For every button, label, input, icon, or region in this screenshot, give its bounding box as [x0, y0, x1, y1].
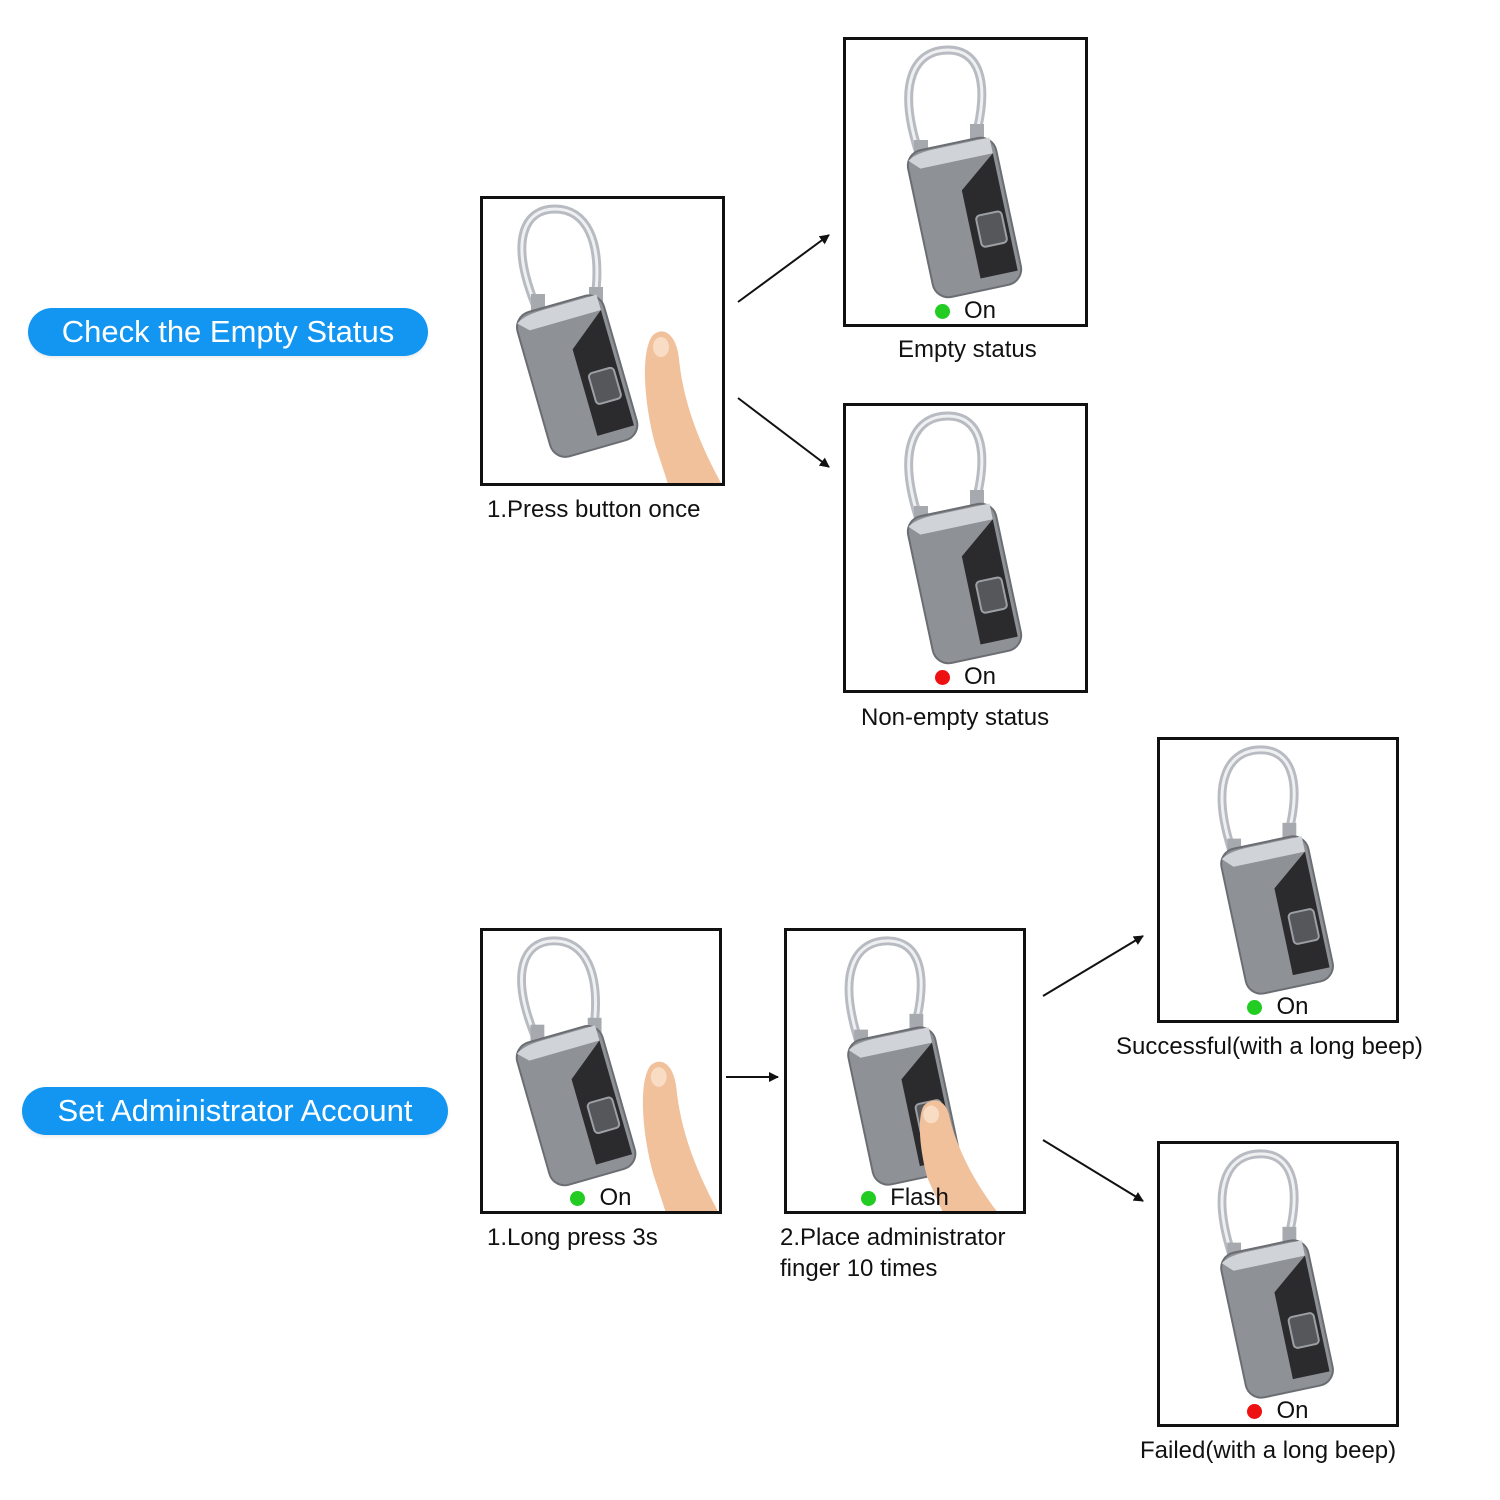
indicator-label: Flash — [890, 1184, 949, 1211]
padlock-with-finger-on-sensor-icon — [844, 936, 997, 1211]
padlock-icon — [904, 411, 1023, 665]
press-button-once-panel — [480, 196, 725, 486]
non-empty-status-indicator: On — [846, 662, 1085, 690]
failed-caption: Failed(with a long beep) — [1140, 1437, 1397, 1464]
empty-status-caption: Empty status — [898, 336, 1037, 363]
arrow-to-failed — [1042, 1139, 1144, 1202]
green-led-icon — [570, 1191, 586, 1206]
padlock-icon — [904, 45, 1023, 299]
indicator-label: On — [599, 1184, 632, 1211]
padlock-icon — [1217, 1149, 1334, 1399]
long-press-panel: On — [480, 928, 722, 1214]
successful-indicator: On — [1160, 992, 1396, 1020]
empty-status-indicator: On — [846, 296, 1085, 324]
empty-status-panel: On — [843, 37, 1088, 327]
indicator-label: On — [1276, 993, 1309, 1020]
red-led-icon — [934, 670, 950, 685]
place-finger-caption-line2: finger 10 times — [780, 1255, 938, 1282]
green-led-icon — [1247, 1000, 1263, 1015]
non-empty-status-caption: Non-empty status — [861, 704, 1050, 731]
place-finger-indicator: Flash — [787, 1183, 1023, 1211]
successful-panel: On — [1157, 737, 1399, 1023]
arrow-to-successful — [1042, 935, 1144, 997]
arrow-to-empty-status — [737, 234, 830, 303]
successful-caption: Successful(with a long beep) — [1116, 1033, 1423, 1060]
check-empty-status-label: Check the Empty Status — [28, 308, 428, 356]
padlock-with-finger-icon — [516, 204, 721, 483]
long-press-caption: 1.Long press 3s — [487, 1224, 658, 1251]
failed-indicator: On — [1160, 1396, 1396, 1424]
padlock-icon — [1217, 745, 1334, 995]
non-empty-status-panel: On — [843, 403, 1088, 693]
failed-panel: On — [1157, 1141, 1399, 1427]
press-button-once-caption: 1.Press button once — [487, 496, 701, 523]
set-administrator-account-label: Set Administrator Account — [22, 1087, 448, 1135]
red-led-icon — [1247, 1404, 1263, 1419]
long-press-indicator: On — [483, 1183, 719, 1211]
indicator-label: On — [963, 297, 996, 324]
padlock-with-finger-icon — [515, 936, 718, 1211]
green-led-icon — [861, 1191, 877, 1206]
arrow-to-non-empty-status — [737, 397, 830, 468]
green-led-icon — [934, 304, 950, 319]
place-finger-panel: Flash — [784, 928, 1026, 1214]
place-finger-caption-line1: 2.Place administrator — [780, 1224, 1006, 1251]
indicator-label: On — [1276, 1397, 1309, 1424]
indicator-label: On — [963, 663, 996, 690]
